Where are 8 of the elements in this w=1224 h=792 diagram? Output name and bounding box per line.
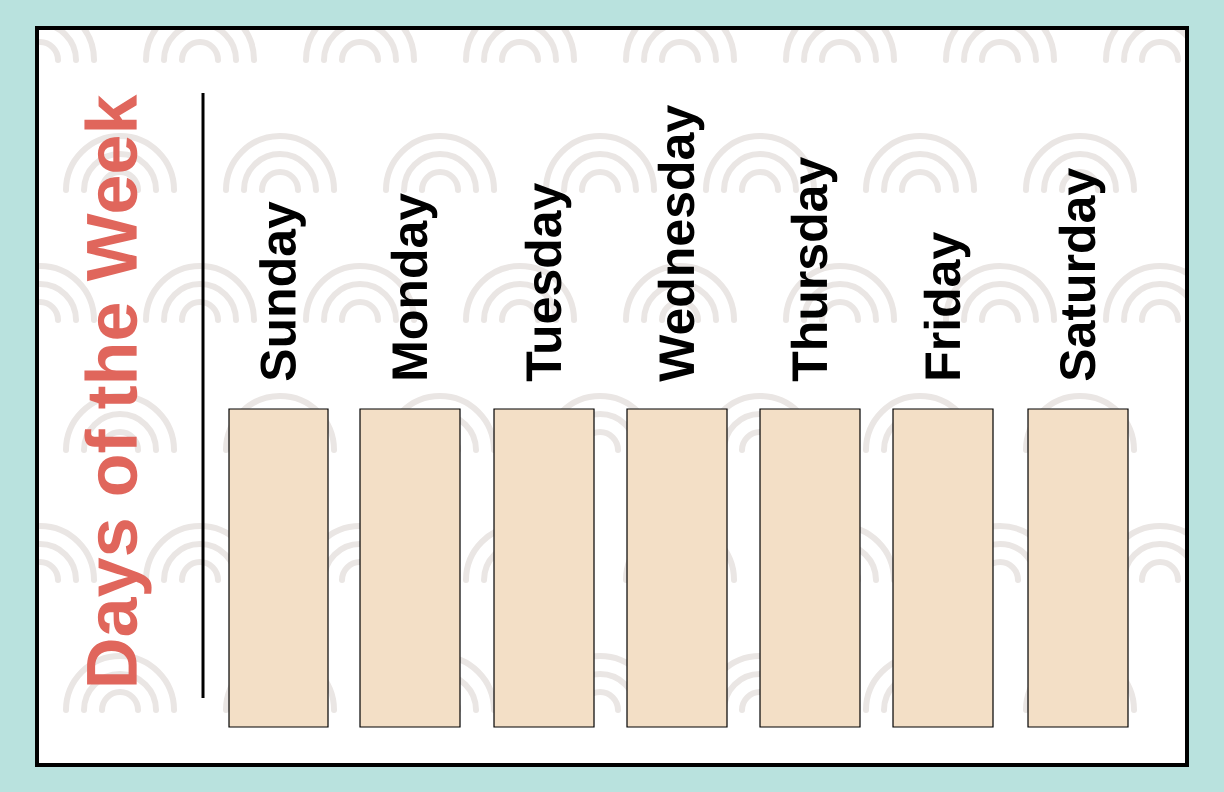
day-label: Monday: [390, 193, 438, 379]
day-label: Friday: [923, 232, 971, 379]
day-label: Sunday: [259, 201, 306, 381]
day-label: Tuesday: [524, 182, 572, 382]
day-label: Wednesday: [657, 105, 705, 382]
day-label: Thursday: [790, 157, 838, 382]
title: Days of the Week: [84, 94, 152, 685]
day-label: Saturday: [1058, 168, 1106, 381]
